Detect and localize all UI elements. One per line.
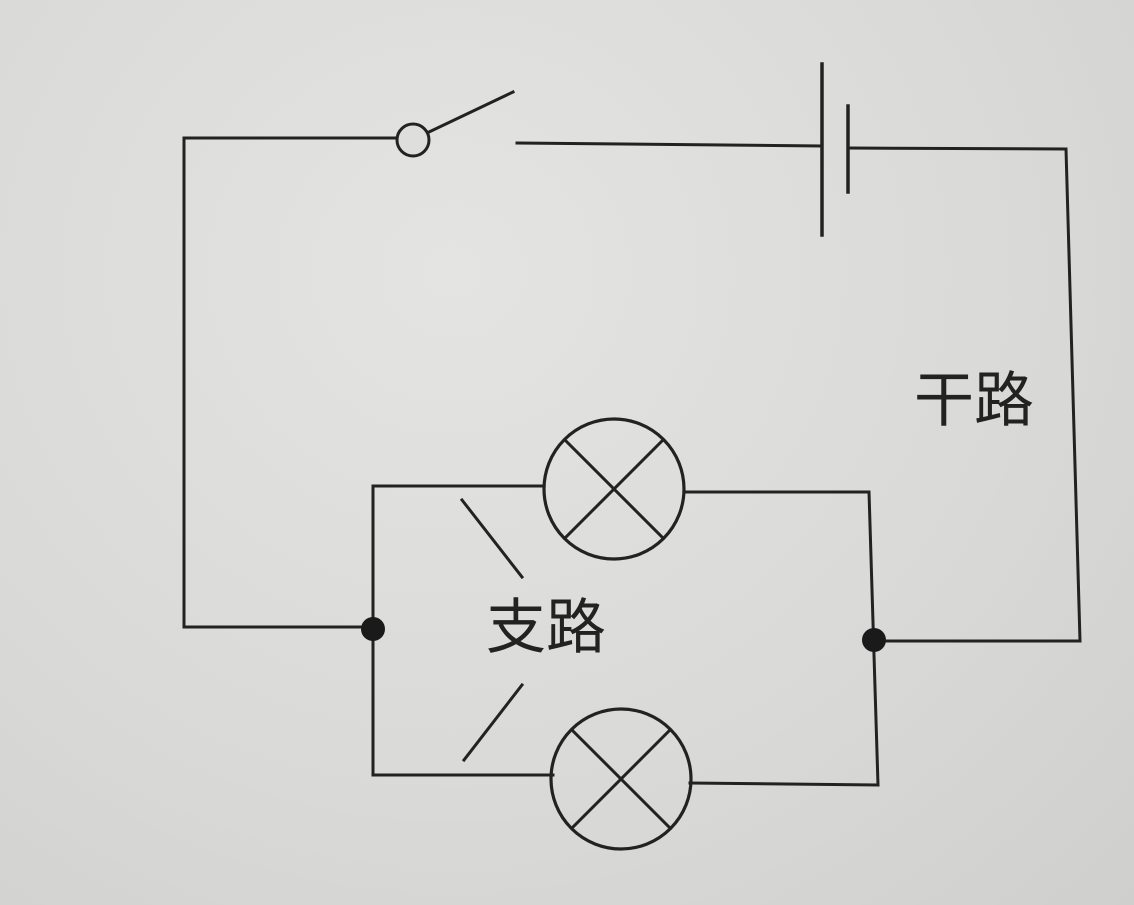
junction-right [862, 628, 886, 652]
branch-circuit-label: 支路 [486, 593, 606, 663]
lamp-top [542, 417, 686, 561]
switch-pivot [395, 122, 431, 158]
lamp-bottom-ring [549, 707, 693, 851]
main-circuit-wires [182, 136, 1082, 643]
wire-right [846, 146, 1082, 643]
junction-left [361, 617, 385, 641]
lamp-top-cross-b [562, 437, 666, 541]
open-switch [395, 90, 515, 158]
lamp-bottom-cross-b [569, 727, 673, 831]
wire-top-left [182, 136, 399, 629]
lamp-bottom [549, 707, 693, 851]
branch-wires [371, 484, 880, 787]
main-circuit-label: 干路 [914, 366, 1034, 436]
switch-arm [427, 90, 515, 134]
branch-pointer-top [459, 497, 525, 580]
branch-pointer-bottom [461, 682, 525, 763]
wire-top-middle [515, 141, 824, 148]
battery-cell [820, 62, 850, 237]
branch-right-wire [684, 490, 880, 787]
lamp-top-ring [542, 417, 686, 561]
